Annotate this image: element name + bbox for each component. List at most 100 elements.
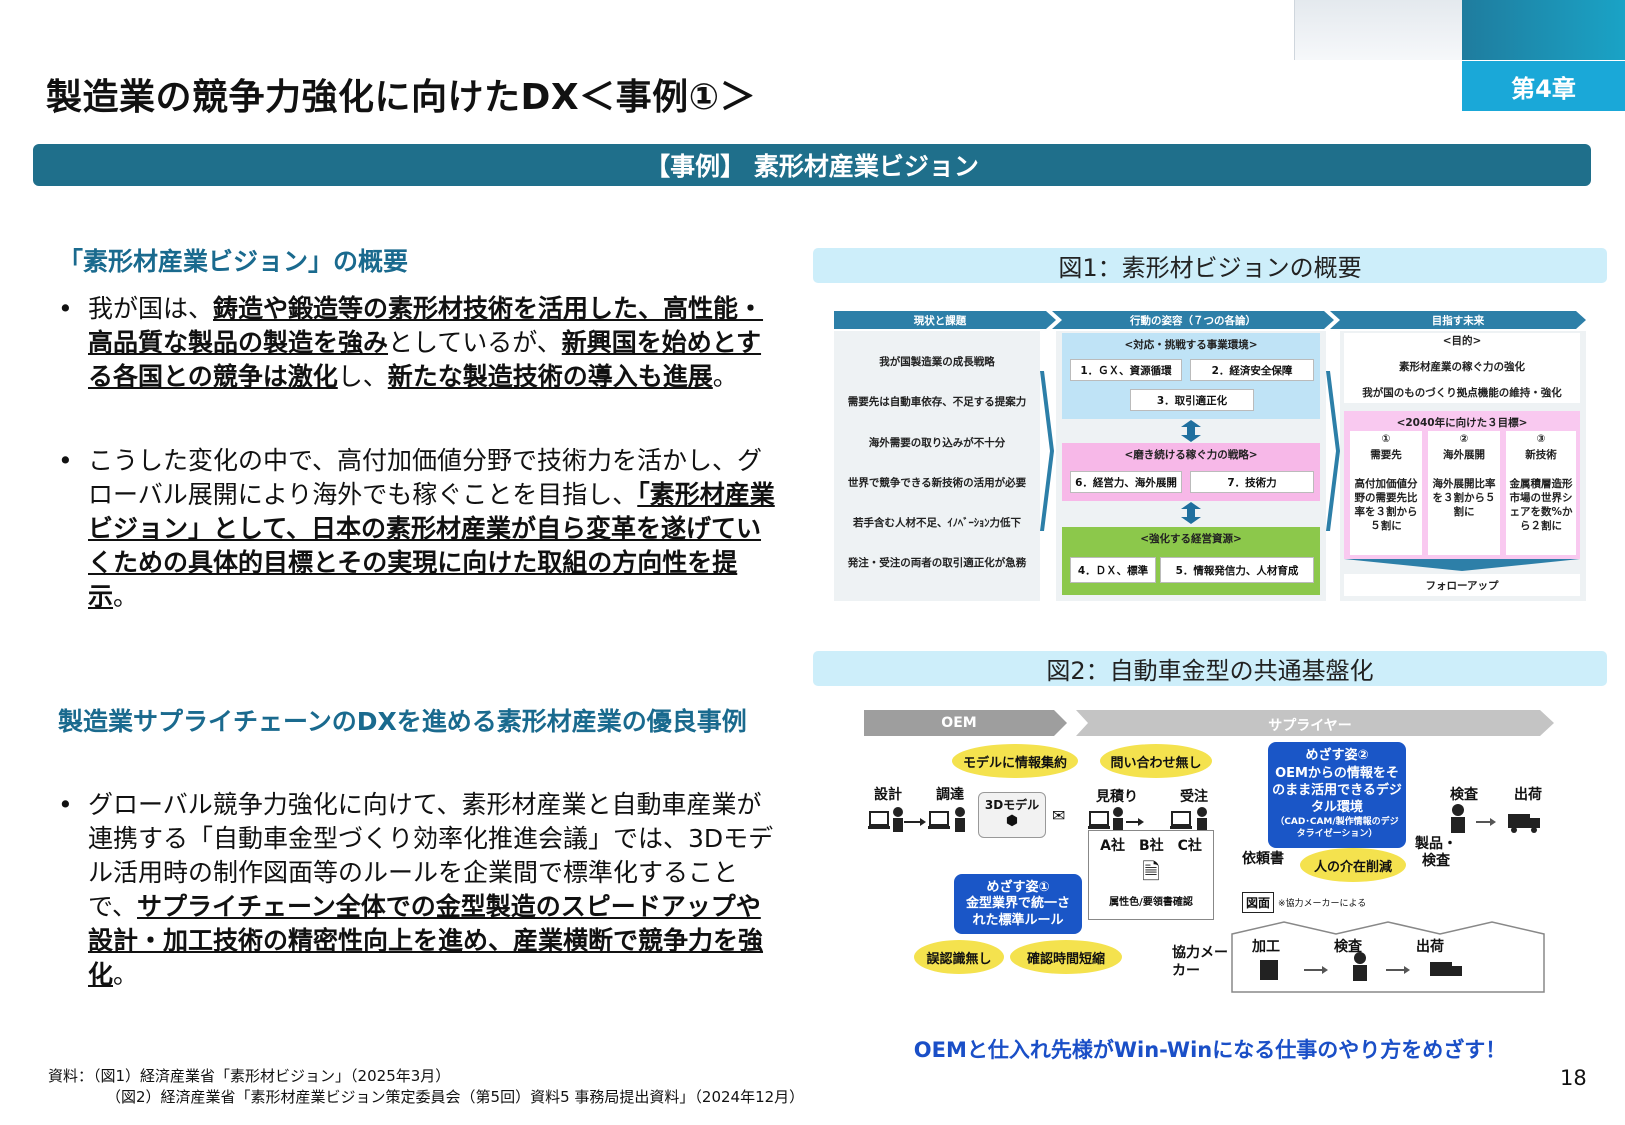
- bubble-model-centralized: モデルに情報集約: [952, 744, 1078, 778]
- header-decoration-grey: [1294, 0, 1463, 60]
- fig1-head-action: 行動の姿容（７つの各論）: [1130, 314, 1256, 327]
- fig1-head-future: 目指す未来: [1431, 314, 1485, 327]
- companies-box: A社 B社 C社 🗎 属性色/要領書確認: [1088, 830, 1214, 920]
- cubes-icon: ⬢: [1005, 813, 1019, 829]
- source-2: （図2）経済産業省「素形材産業ビジョン策定委員会（第5回）資料5 事務局提出資料…: [106, 1088, 805, 1106]
- step-ship: 出荷: [1514, 787, 1542, 803]
- source-label: 資料：: [48, 1067, 94, 1085]
- plain-text: 。: [113, 582, 139, 611]
- case-heading: 製造業サプライチェーンのDXを進める素形材産業の優良事例: [58, 707, 747, 736]
- fig2-lane-supplier: サプライヤー: [1268, 718, 1352, 734]
- chapter-badge: 第4章: [1462, 61, 1625, 111]
- drawing-note: ※協力メーカーによる: [1278, 899, 1367, 909]
- fig1-followup: フォローアップ: [1344, 574, 1580, 596]
- overview-heading: 「素形材産業ビジョン」の概要: [58, 247, 409, 276]
- fig1-target-3-desc: 金属積層造形市場の世界シェアを数%から２割に: [1509, 478, 1573, 532]
- bubble-no-misrecognition: 誤認識無し: [914, 940, 1004, 974]
- fig1-goal-box: [1344, 333, 1580, 403]
- fig1-blue-title: <対応・挑戦する事業環境>: [1124, 339, 1258, 351]
- page-number: 18: [1560, 1066, 1587, 1090]
- designer-pc-icon: [868, 807, 926, 832]
- goal2-text: OEMからの情報をそのまま活用できるデジタル環境: [1272, 766, 1402, 815]
- fig1-diagram: 現状と課題 行動の姿容（７つの各論） 目指す未来 我が国製造業の成長戦略 需要先…: [834, 311, 1586, 601]
- bullet-1-text: 我が国は、鋳造や鍛造等の素形材技術を活用した、高性能・高品質な製品の製造を強みと…: [88, 294, 763, 391]
- bullet-1: • 我が国は、鋳造や鍛造等の素形材技術を活用した、高性能・高品質な製品の製造を強…: [58, 292, 778, 394]
- emphasis-text: 新興国を始めとする各国との競争は激化: [88, 328, 762, 391]
- header-decoration-blue: [1462, 0, 1625, 60]
- fig1-item-hr: 5．情報発信力、人材育成: [1160, 557, 1314, 583]
- fig1-issue-4: 世界で競争できる新技術の活用が必要: [847, 477, 1027, 489]
- partner-maker: 協力メーカー: [1172, 945, 1228, 979]
- fig1-target-card-3: [1506, 431, 1576, 555]
- procure-pc-icon: [928, 807, 965, 832]
- fig1-goal-title: <目的>: [1442, 335, 1482, 347]
- goal2-box: めざす姿② OEMからの情報をそのまま活用できるデジタル環境 （CAD･CAM/…: [1268, 742, 1406, 848]
- step-estimate: 見積り: [1096, 789, 1138, 805]
- partner-factory-icon: [1231, 921, 1545, 993]
- bubble-no-inquiry: 問い合わせ無し: [1100, 744, 1212, 778]
- step-order: 受注: [1180, 789, 1208, 805]
- spec-confirm: 属性色/要領書確認: [1109, 897, 1193, 908]
- mail-icon: ✉: [1052, 806, 1066, 825]
- goal1-title: めざす姿①: [986, 880, 1050, 895]
- plain-text: 我が国は、: [88, 294, 214, 323]
- fig1-issue-6: 発注・受注の両者の取引適正化が急務: [847, 557, 1027, 569]
- fig1-flow-arrow-1: [1040, 371, 1054, 531]
- emphasis-text: 「素形材産業ビジョン」として、日本の素形材産業が自ら変革を遂げていくための具体的…: [88, 480, 775, 611]
- fig2-caption: 図2：自動車金型の共通基盤化: [813, 651, 1607, 686]
- partner-step-ship: 出荷: [1416, 939, 1444, 955]
- fig1-issue-2: 需要先は自動車依存、不足する提案力: [847, 396, 1027, 408]
- fig2-lane-chevrons: [864, 710, 1554, 736]
- fig1-item-dx: 4．ＤＸ、標準: [1070, 557, 1156, 583]
- estimate-pc-icon: [1088, 807, 1144, 832]
- plain-text: グローバル競争力強化に向けて、素形材産業と自動車産業が連携する「自動車金型づくり…: [88, 790, 774, 921]
- fig1-header-chevrons: [834, 311, 1586, 329]
- fig1-target-2-name: 海外展開: [1443, 449, 1485, 461]
- fig2-diagram: OEM サプライヤー モデルに情報集約 問い合わせ無し めざす姿② OEMからの…: [860, 706, 1560, 1066]
- document-icon: 🗎: [1142, 860, 1160, 885]
- plain-text: としているが、: [388, 328, 562, 357]
- drawing-row: 図面 ※協力メーカーによる: [1242, 892, 1366, 913]
- fig1-issue-5: 若手含む人材不足、ｲﾉﾍﾞｰｼｮﾝ力低下: [853, 517, 1021, 529]
- emphasis-text: 新たな製造技術の導入も進展: [387, 362, 713, 391]
- partner-step-process: 加工: [1252, 939, 1280, 955]
- fig1-down-chevron: [1344, 559, 1580, 571]
- model-3d-label: 3Dモデル: [984, 798, 1040, 812]
- fig1-target-3-name: 新技術: [1525, 449, 1557, 461]
- bullet-2-text: こうした変化の中で、高付加価値分野で技術力を活かし、グローバル展開により海外でも…: [88, 446, 775, 611]
- partner-step-inspect: 検査: [1334, 939, 1362, 955]
- fig1-double-arrow-2: [1181, 502, 1201, 524]
- goal2-title: めざす姿②: [1305, 748, 1369, 763]
- bullet-dot: •: [58, 446, 73, 475]
- fig1-target-card-1: [1350, 431, 1422, 555]
- fig1-target-2-desc: 海外展開比率を３割から５割に: [1432, 478, 1496, 518]
- fig1-flow-arrow-2: [1326, 371, 1340, 531]
- fig1-targets-title: <2040年に向けた３目標>: [1396, 417, 1528, 429]
- fig1-issue-3: 海外需要の取り込みが不十分: [868, 437, 1006, 449]
- fig1-pink-title: <磨き続ける稼ぐ力の戦略>: [1124, 449, 1258, 461]
- plain-text: 。: [113, 960, 139, 989]
- emphasis-text: サプライチェーン全体での金型製造のスピードアップや設計・加工技術の精密性向上を進…: [88, 892, 764, 989]
- fig1-item-security: 2．経済安全保障: [1190, 359, 1314, 381]
- bullet-dot: •: [58, 294, 73, 323]
- fig1-target-2-num: ②: [1459, 433, 1469, 445]
- model-3d-card: 3Dモデル ⬢: [978, 792, 1046, 838]
- bullet-2: • こうした変化の中で、高付加価値分野で技術力を活かし、グローバル展開により海外…: [58, 444, 778, 614]
- fig1-head-current: 現状と課題: [913, 314, 967, 327]
- bullet-dot: •: [58, 790, 73, 819]
- fig1-item-trade: 3．取引適正化: [1130, 389, 1254, 411]
- fig1-issues-panel: [834, 331, 1040, 601]
- emphasis-text: 鋳造や鍛造等の素形材技術を活用した、高性能・高品質な製品の製造を強み: [88, 294, 764, 357]
- section-banner: 【事例】 素形材産業ビジョン: [33, 144, 1591, 186]
- fig1-goal-2: 我が国のものづくり拠点機能の維持・強化: [1362, 387, 1562, 399]
- bubble-reduce-human: 人の介在削減: [1300, 848, 1406, 882]
- goal1-text: 金型業界で統一された標準ルール: [965, 896, 1070, 928]
- drawing-label: 図面: [1242, 892, 1275, 913]
- fig2-slogan: OEMと仕入れ先様がWin-Winになる仕事のやり方をめざす！: [913, 1038, 1507, 1062]
- bullet-3: • グローバル競争力強化に向けて、素形材産業と自動車産業が連携する「自動車金型づ…: [58, 788, 778, 992]
- fig2-lane-oem: OEM: [941, 715, 977, 731]
- product-inspect: 製品・検査: [1415, 836, 1457, 869]
- fig1-item-gx: 1．ＧＸ、資源循環: [1070, 359, 1182, 381]
- source-note: 資料：（図1）経済産業省「素形材ビジョン」（2025年3月） （図2）経済産業省…: [48, 1066, 804, 1108]
- fig1-target-1-num: ①: [1381, 433, 1391, 445]
